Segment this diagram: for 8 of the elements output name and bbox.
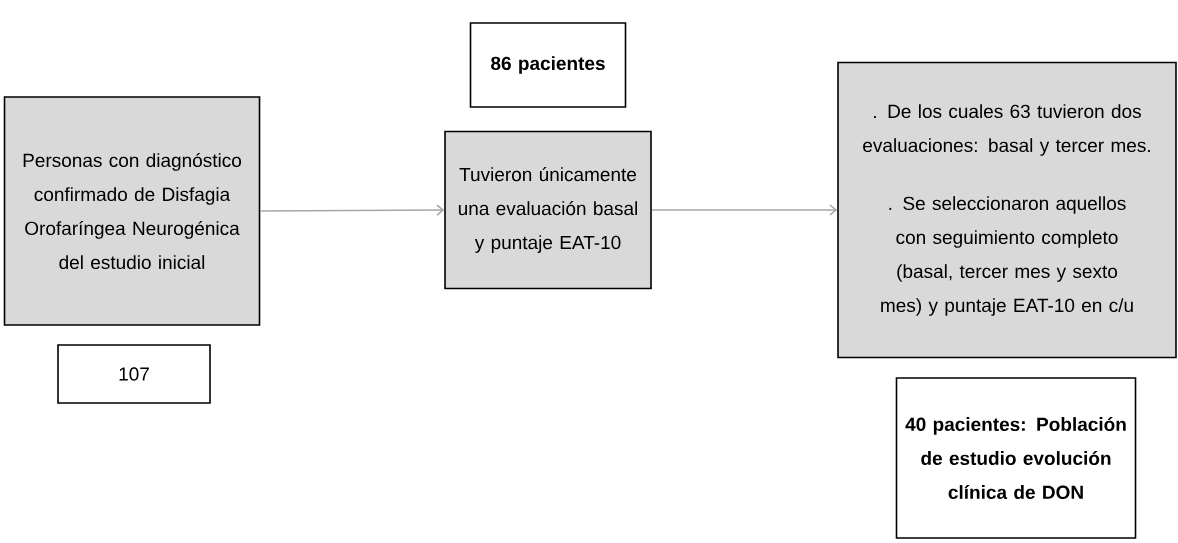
arrow [259, 204, 445, 216]
count-box: 107 [57, 344, 211, 404]
process-box: Personas con diagnóstico confirmado de Disfagia Orofaríngea Neurogénica del estudio inicial [3, 96, 261, 326]
count-box: 40 pacientes: Población de estudio evolución clínica de DON [895, 377, 1137, 539]
process-box: . De los cuales 63 tuvieron dos evaluaciones: basal y tercer mes. . Se seleccionaron aquellos con seguimiento completo (basal, tercer mes y sexto mes) y puntaje EAT-10 en c/u [837, 61, 1177, 359]
arrow [651, 204, 838, 216]
process-box: Tuvieron únicamente una evaluación basal y puntaje EAT-10 [444, 130, 652, 290]
count-box: 86 pacientes [469, 22, 627, 108]
